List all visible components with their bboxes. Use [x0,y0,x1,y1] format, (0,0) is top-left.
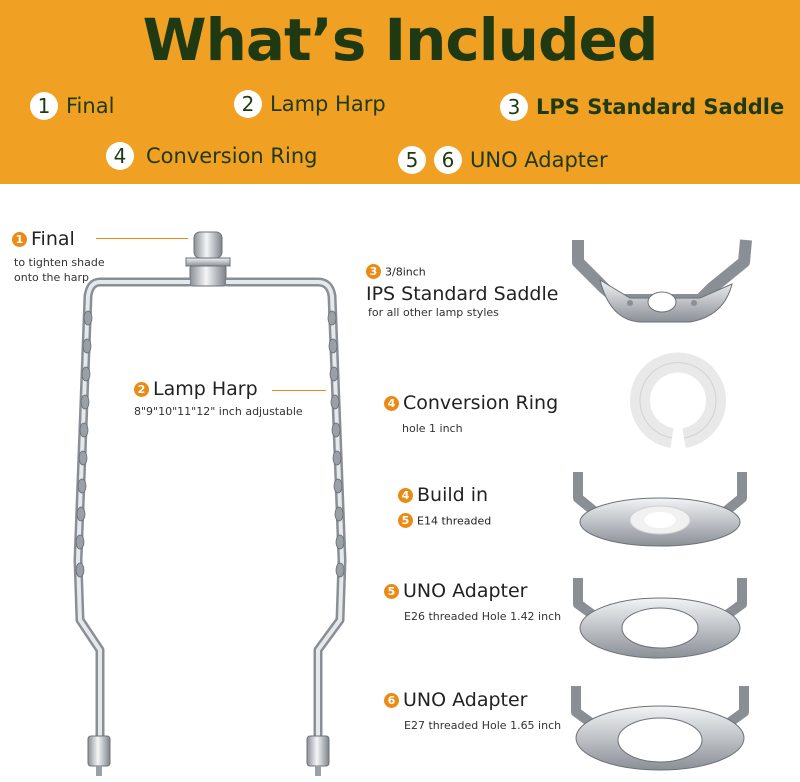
number-badge: 5 [398,513,413,529]
saddle-callout: IPS Standard Saddle [366,283,559,305]
finial-icon [185,231,231,287]
uno-e27-adapter-icon [571,686,749,771]
number-badge: 2 [134,381,149,397]
number-badge: 3 [500,93,528,121]
number-badge: 6 [434,146,462,174]
number-badge: 6 [384,692,399,708]
uno-e26-adapter-icon [573,578,747,659]
number-badge: 5 [384,583,399,599]
number-badge: 4 [106,142,134,170]
number-badge: 2 [234,90,262,118]
conversion-ring-sub: hole 1 inch [402,422,463,435]
uno-e26-sub: E26 threaded Hole 1.42 inch [404,610,562,623]
leader-line [272,390,326,391]
number-badge: 5 [398,146,426,174]
number-badge: 3 [366,264,381,280]
number-badge: 1 [30,92,58,120]
number-badge: 4 [398,487,413,503]
saddle-sub: for all other lamp styles [368,306,499,319]
leader-line [96,238,188,239]
harp-sleeve-icon [87,735,330,776]
conversion-ring-icon [630,352,726,448]
ips-saddle-icon [572,239,752,323]
final-sub-2: onto the harp [14,271,90,284]
number-badge: 4 [384,395,399,411]
number-badge: 1 [12,231,27,247]
build-in-saddle-icon [573,472,747,547]
page-title: What’s Included [142,6,659,74]
final-sub-1: to tighten shade [14,256,105,269]
harp-notches-icon [75,310,345,578]
lamp-harp-sub: 8"9"10"11"12" inch adjustable [134,405,303,418]
harp-frame-icon [73,277,347,740]
uno-e27-sub: E27 threaded Hole 1.65 inch [404,719,562,732]
